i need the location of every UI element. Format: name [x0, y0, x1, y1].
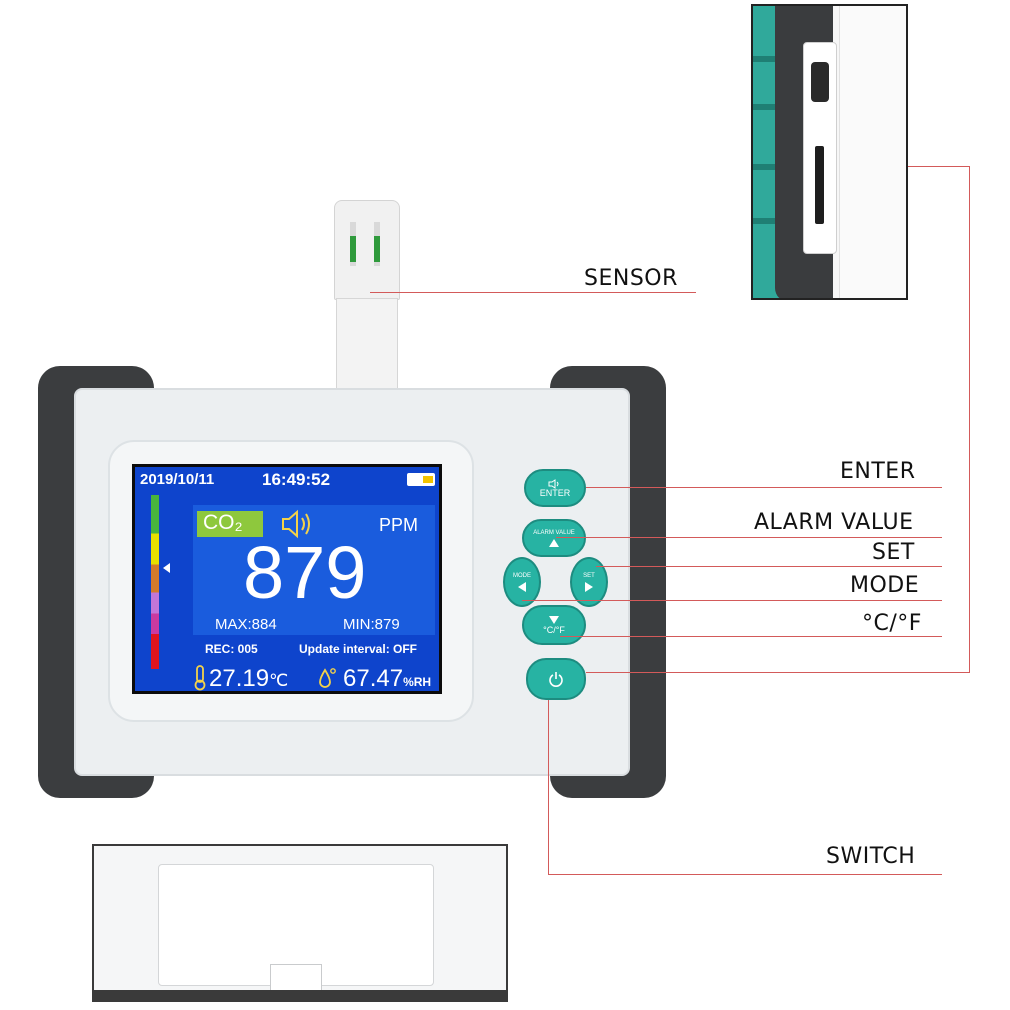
set-button-label: SET [583, 573, 595, 579]
humidity-unit: %RH [403, 675, 432, 689]
update-interval: Update interval: OFF [299, 642, 418, 656]
unit-toggle-button[interactable]: °C/°F [522, 605, 586, 645]
arrow-down-icon [549, 616, 559, 624]
inset-callout-line-vertical [969, 166, 970, 673]
set-callout-label: SET [872, 540, 915, 565]
alarm-value-button[interactable]: ALARM VALUE [522, 519, 586, 557]
arrow-right-icon [585, 582, 593, 592]
humidity-value: 67.47%RH [343, 665, 432, 692]
unit-callout-label: °C/°F [862, 611, 922, 636]
max-value: MAX:884 [215, 616, 277, 633]
arrow-left-icon [518, 582, 526, 592]
co2-badge: CO₂ [197, 511, 263, 537]
record-count: REC: 005 [205, 642, 258, 656]
enter-button-label: ENTER [539, 488, 571, 498]
sensor-green-window [374, 236, 380, 262]
color-scale-bar [151, 495, 159, 669]
enter-callout-line [586, 487, 942, 488]
switch-callout-line-horizontal [548, 874, 942, 875]
alarm-value-button-label: ALARM VALUE [533, 530, 575, 536]
side-view-inset [751, 4, 908, 300]
speaker-icon [282, 509, 310, 539]
battery-icon [407, 473, 435, 486]
bumper-side-right [626, 420, 666, 740]
unit-toggle-button-label: °C/°F [543, 625, 565, 635]
set-callout-line [596, 566, 942, 567]
unit-callout-line [560, 636, 942, 637]
sensor-probe [334, 200, 400, 300]
level-indicator-arrow [163, 563, 170, 573]
time-text: 16:49:52 [262, 470, 331, 489]
alarm-value-callout-label: ALARM VALUE [754, 510, 914, 535]
inset-callout-line-bottom [586, 672, 970, 673]
droplet-icon [319, 668, 336, 688]
min-value: MIN:879 [343, 616, 400, 633]
inset-button-gap [753, 218, 779, 224]
co2-reading: 879 [243, 531, 367, 614]
power-icon [549, 672, 563, 687]
sensor-green-window [350, 236, 356, 262]
mode-button[interactable]: MODE [503, 557, 541, 607]
usb-port-icon [811, 62, 829, 102]
enter-button[interactable]: ENTER [524, 469, 586, 507]
back-cover-latch [270, 964, 322, 992]
switch-callout-line-vertical [548, 700, 549, 874]
power-switch-button[interactable] [526, 658, 586, 700]
inset-button-gap [753, 104, 779, 110]
inset-button-gap [753, 164, 779, 170]
sensor-callout-line [370, 292, 696, 293]
set-button[interactable]: SET [570, 557, 608, 607]
mode-callout-label: MODE [850, 573, 920, 598]
alarm-value-callout-line [556, 537, 942, 538]
temperature-unit: ℃ [269, 671, 289, 690]
temperature-number: 27.19 [209, 665, 270, 692]
lcd-screen: 2019/10/11 16:49:52 CO₂ PPM 879 MAX:884 … [132, 464, 442, 694]
sensor-stem [336, 298, 398, 392]
sd-card-slot-icon [815, 146, 824, 224]
co2-label: CO₂ [203, 511, 243, 534]
mode-callout-line [522, 600, 942, 601]
thermometer-icon [194, 665, 206, 691]
mode-button-label: MODE [513, 573, 531, 579]
ppm-unit: PPM [379, 515, 419, 535]
date-text: 2019/10/11 [140, 471, 215, 488]
sensor-callout-label: SENSOR [584, 266, 678, 291]
enter-callout-label: ENTER [840, 459, 916, 484]
temperature-value: 27.19℃ [209, 665, 289, 692]
humidity-number: 67.47 [343, 665, 404, 692]
speaker-icon [548, 479, 559, 489]
inset-callout-line-horizontal [908, 166, 970, 167]
switch-callout-label: SWITCH [826, 844, 916, 869]
back-bottom-edge [92, 990, 508, 1002]
bumper-side-left [38, 420, 78, 740]
inset-white-casing [839, 6, 906, 298]
inset-side-buttons [753, 6, 779, 298]
battery-level [423, 476, 433, 483]
inset-button-gap [753, 56, 779, 62]
arrow-up-icon [549, 539, 559, 547]
